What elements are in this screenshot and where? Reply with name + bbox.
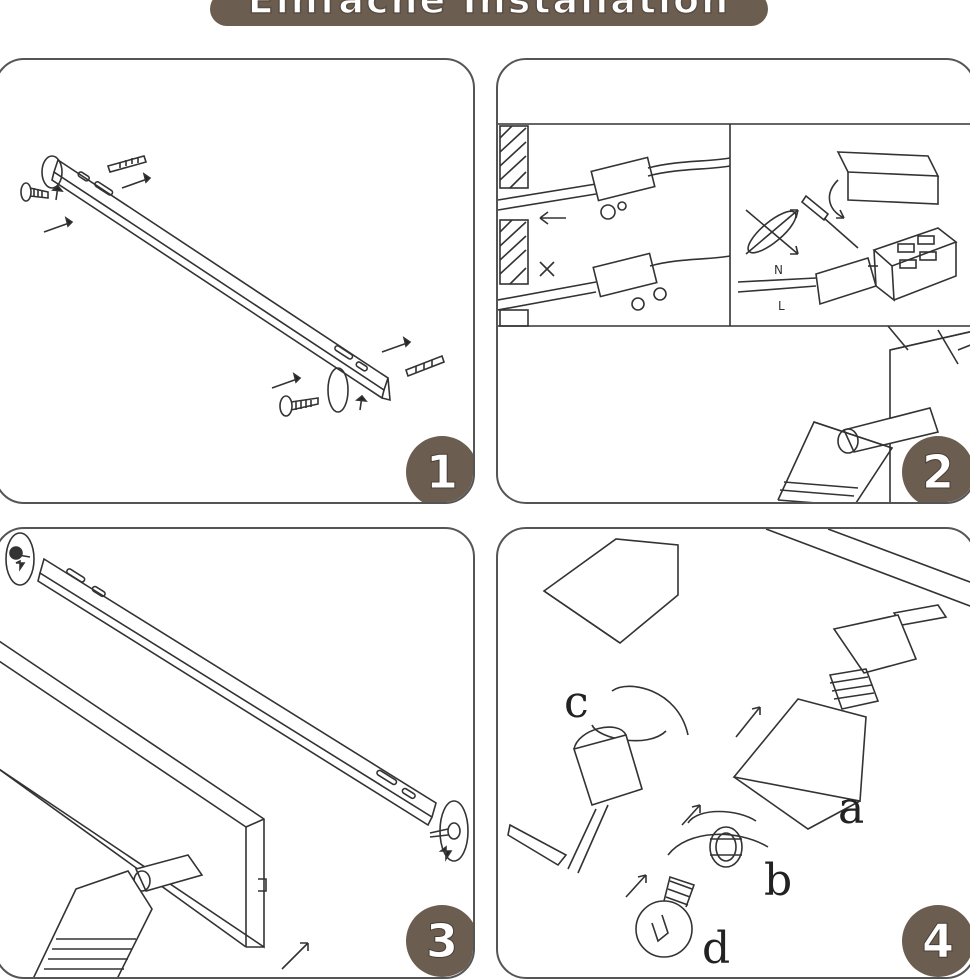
svg-text:L: L <box>778 299 785 313</box>
screw-icon <box>279 395 319 417</box>
part-label-a: a <box>838 783 865 834</box>
step-2-panel: N L 2 <box>496 58 970 504</box>
screw-icon <box>9 546 31 560</box>
step-2-illustration: N L <box>498 123 970 502</box>
part-label-d: d <box>702 923 731 974</box>
step-number-badge: 2 <box>902 436 970 502</box>
terminal-block-icon <box>836 151 940 177</box>
wall-plug-icon <box>405 354 445 378</box>
step-number-badge: 3 <box>406 905 473 977</box>
step-4-illustration <box>507 529 970 958</box>
part-label-b: b <box>764 855 793 906</box>
step-number-badge: 1 <box>406 436 473 502</box>
terminal-block-icon <box>590 156 656 202</box>
washer-icon <box>709 826 743 868</box>
step-3-panel: 3 <box>0 527 475 979</box>
wall-plug-icon <box>106 155 148 173</box>
step-1-illustration <box>20 155 445 417</box>
step-1-panel: 1 <box>0 58 475 504</box>
step-3-illustration <box>0 532 469 977</box>
screw-icon <box>20 182 49 202</box>
screw-icon <box>429 822 461 840</box>
arrow-icon <box>15 559 453 862</box>
page-title: Einfache Installation <box>247 0 731 23</box>
title-banner: Einfache Installation <box>210 0 768 26</box>
arrow-icon <box>625 706 761 898</box>
bulb-icon <box>635 875 696 958</box>
arrow-icon <box>43 172 412 411</box>
terminal-block-icon <box>592 252 658 298</box>
step-4-panel: a b c d 4 <box>496 527 970 979</box>
step-number-badge: 4 <box>902 905 970 977</box>
part-label-c: c <box>564 677 589 728</box>
screwdriver-icon <box>800 194 859 249</box>
svg-text:N: N <box>774 263 783 277</box>
